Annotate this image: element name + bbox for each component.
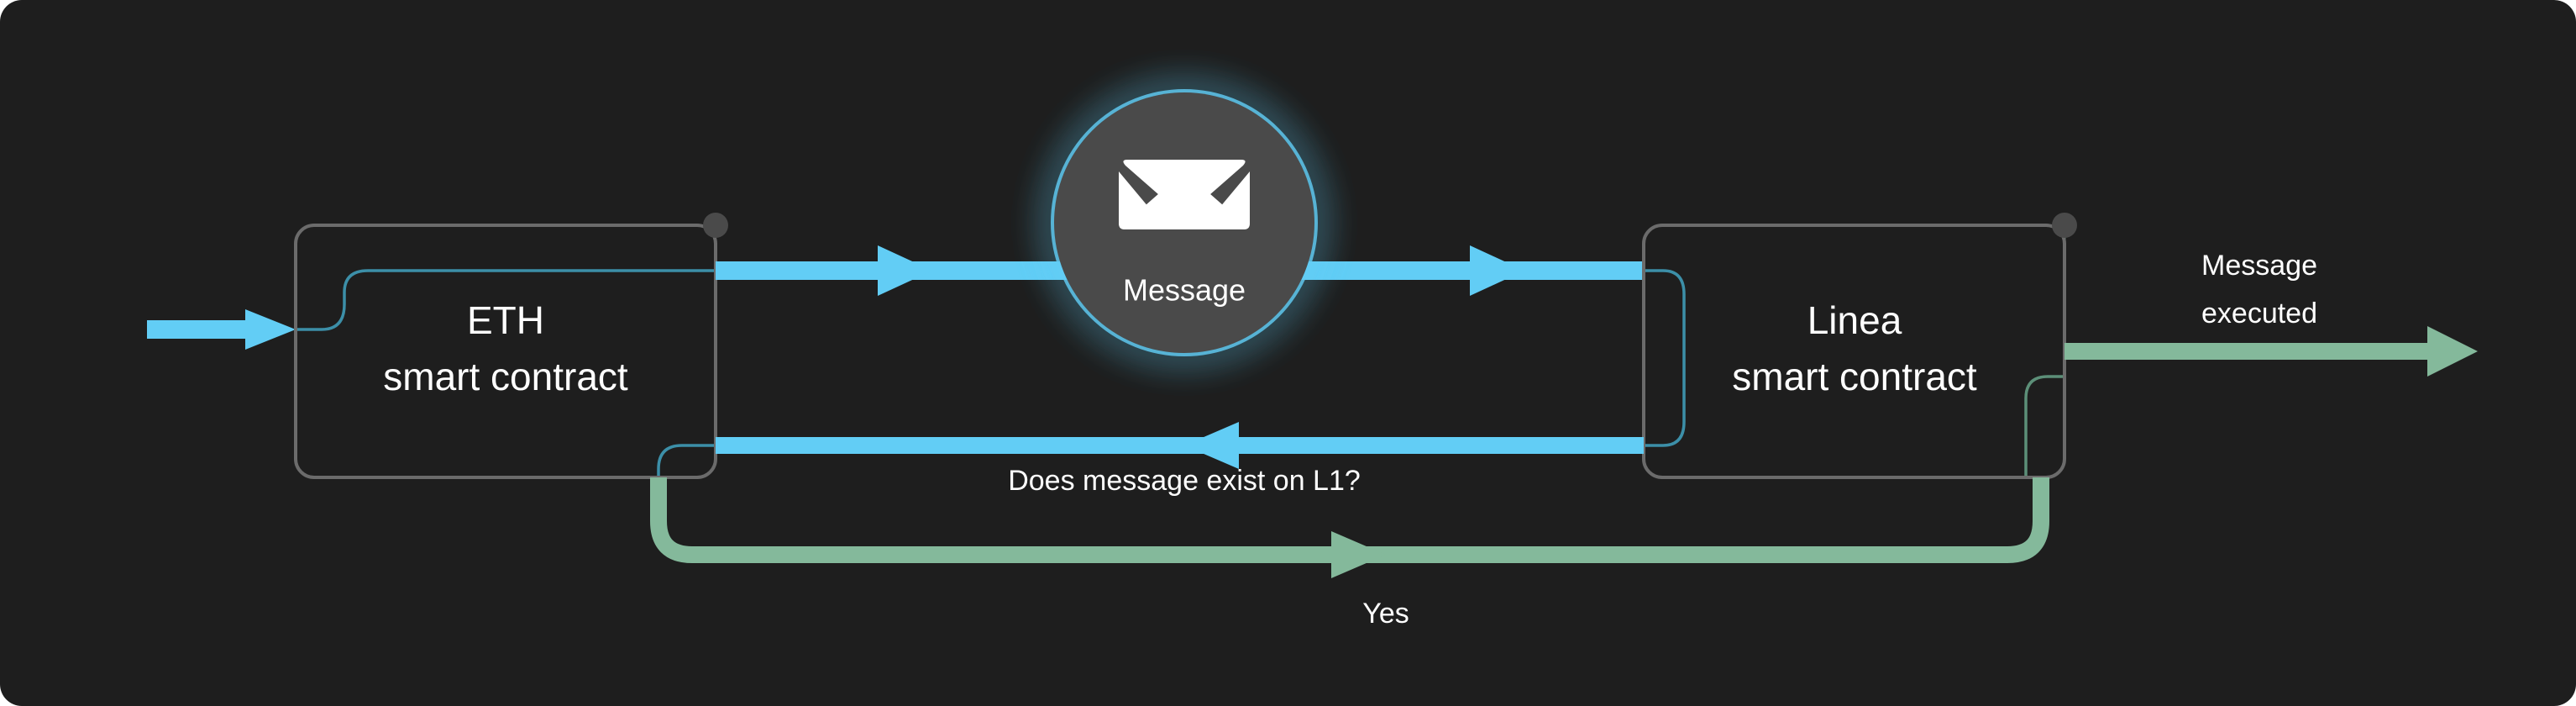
message-to-linea-arrowhead bbox=[1470, 245, 1524, 296]
eth-to-message-arrowhead bbox=[878, 245, 932, 296]
message-circle-label: Message bbox=[1123, 273, 1246, 308]
eth-box-outline bbox=[294, 224, 717, 479]
linea-internal-green-route bbox=[2024, 225, 2066, 477]
eth-to-linea-yes-edge: Yes bbox=[650, 477, 2049, 630]
message-circle[interactable]: Message bbox=[1051, 89, 1318, 356]
eth-internal-route bbox=[296, 269, 716, 477]
message-executed-edge: Message executed bbox=[2064, 250, 2478, 377]
yes-edge-label: Yes bbox=[1362, 598, 1409, 630]
eth-box-label-line2: smart contract bbox=[383, 355, 628, 398]
yes-arrowhead bbox=[1331, 531, 1386, 578]
query-arrowhead bbox=[1184, 422, 1239, 469]
eth-box-label-line1: ETH bbox=[467, 298, 544, 342]
linea-box-label-line1: Linea bbox=[1807, 298, 1902, 342]
entry-edge bbox=[147, 309, 296, 350]
linea-to-eth-query-edge: Does message exist on L1? bbox=[716, 422, 1644, 497]
linea-box-label-line2: smart contract bbox=[1732, 355, 1977, 398]
message-executed-arrowhead bbox=[2427, 326, 2478, 377]
message-executed-label-line1: Message bbox=[2201, 250, 2317, 282]
message-executed-label-line2: executed bbox=[2201, 298, 2317, 329]
node-eth-smart-contract[interactable]: ETH smart contract bbox=[294, 213, 728, 479]
linea-box-outline bbox=[1642, 224, 2066, 479]
query-edge-label: Does message exist on L1? bbox=[1008, 465, 1361, 497]
eth-box-anchor-dot bbox=[703, 213, 728, 238]
node-linea-smart-contract[interactable]: Linea smart contract bbox=[1642, 213, 2077, 479]
linea-internal-cyan-route bbox=[1644, 269, 1686, 447]
envelope-icon bbox=[1119, 160, 1250, 229]
linea-box-anchor-dot bbox=[2052, 213, 2077, 238]
message-to-linea-edge bbox=[1445, 245, 1644, 296]
